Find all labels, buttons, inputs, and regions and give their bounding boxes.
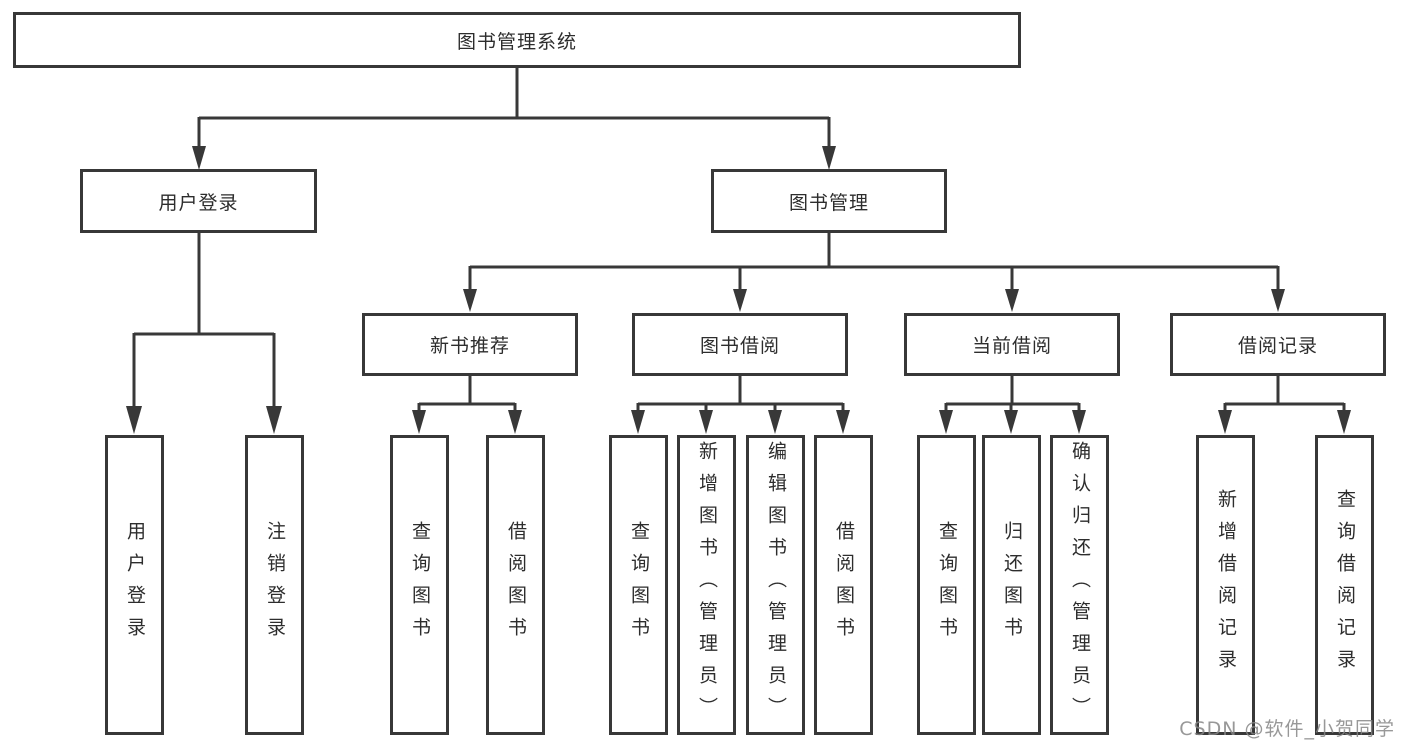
- leaf-add-book-admin: 新增图书（管理员）: [677, 435, 736, 735]
- leaf-borrow-books: 借阅图书: [814, 435, 873, 735]
- leaf-borrow-books-label: 借阅图书: [833, 521, 855, 649]
- leaf-edit-book-admin-label: 编辑图书（管理员）: [765, 441, 787, 729]
- leaf-add-book-admin-label: 新增图书（管理员）: [696, 441, 718, 729]
- leaf-edit-book-admin: 编辑图书（管理员）: [746, 435, 805, 735]
- leaf-query-borrow-record: 查询借阅记录: [1315, 435, 1374, 735]
- leaf-logout-label: 注销登录: [264, 521, 286, 649]
- node-user-login: 用户登录: [80, 169, 317, 233]
- leaf-query-borrow-record-label: 查询借阅记录: [1334, 489, 1356, 681]
- leaf-query-books-borrow: 查询图书: [609, 435, 668, 735]
- leaf-query-books-recommend: 查询图书: [390, 435, 449, 735]
- leaf-user-login-label: 用户登录: [124, 521, 146, 649]
- leaf-logout: 注销登录: [245, 435, 304, 735]
- node-book-management: 图书管理: [711, 169, 947, 233]
- leaf-query-books-current: 查询图书: [917, 435, 976, 735]
- leaf-query-books-recommend-label: 查询图书: [409, 521, 431, 649]
- leaf-confirm-return-admin-label: 确认归还（管理员）: [1069, 441, 1091, 729]
- node-book-borrow: 图书借阅: [632, 313, 848, 376]
- leaf-add-borrow-record: 新增借阅记录: [1196, 435, 1255, 735]
- node-current-borrow: 当前借阅: [904, 313, 1120, 376]
- leaf-add-borrow-record-label: 新增借阅记录: [1215, 489, 1237, 681]
- node-new-book-recommend: 新书推荐: [362, 313, 578, 376]
- leaf-user-login: 用户登录: [105, 435, 164, 735]
- arrowheads: [126, 146, 1351, 434]
- leaf-query-books-current-label: 查询图书: [936, 521, 958, 649]
- leaf-query-books-borrow-label: 查询图书: [628, 521, 650, 649]
- node-borrow-records: 借阅记录: [1170, 313, 1386, 376]
- node-library-system: 图书管理系统: [13, 12, 1021, 68]
- leaf-borrow-books-recommend-label: 借阅图书: [505, 521, 527, 649]
- leaf-return-book: 归还图书: [982, 435, 1041, 735]
- csdn-watermark: CSDN @软件_小贺同学: [1179, 718, 1395, 740]
- leaf-return-book-label: 归还图书: [1001, 521, 1023, 649]
- leaf-borrow-books-recommend: 借阅图书: [486, 435, 545, 735]
- leaf-confirm-return-admin: 确认归还（管理员）: [1050, 435, 1109, 735]
